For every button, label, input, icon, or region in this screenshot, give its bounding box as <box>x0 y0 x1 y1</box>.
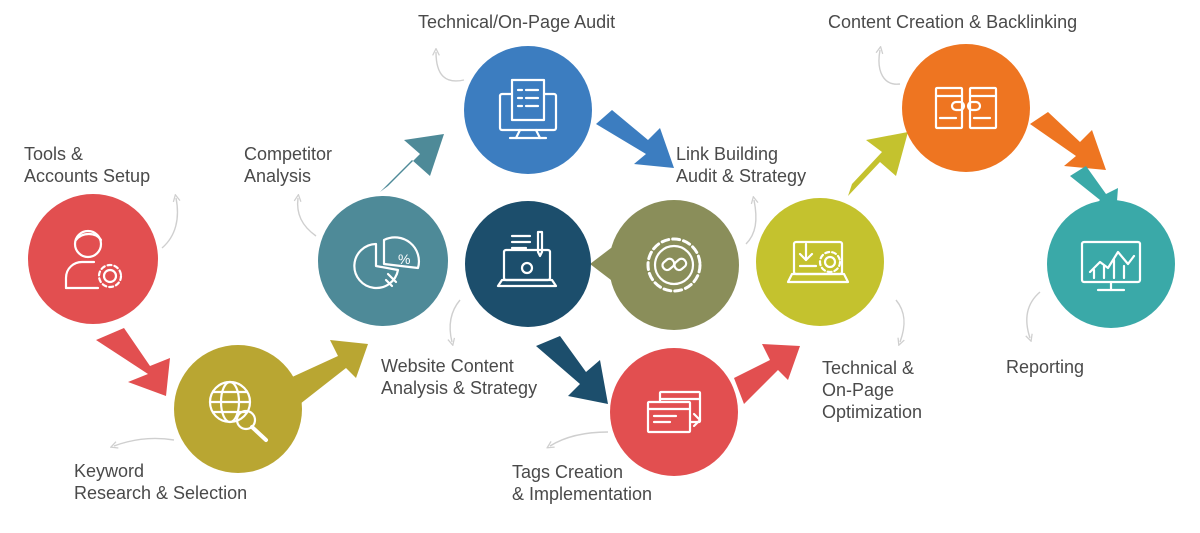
label-line: Link Building <box>676 144 779 164</box>
label-competitor-analysis: Competitor Analysis <box>244 143 332 187</box>
label-line: & Implementation <box>512 484 653 504</box>
monitor-line-chart-icon <box>1080 240 1142 292</box>
label-tags-creation: Tags Creation & Implementation <box>512 461 652 505</box>
label-line: Tags Creation <box>512 462 624 482</box>
connector-optimization-to-content-creation <box>848 132 908 196</box>
circle-content-creation <box>902 44 1030 172</box>
thin-arrows <box>114 50 1041 446</box>
label-line: Website Content <box>381 356 514 376</box>
connector-tools-to-keyword <box>96 328 170 396</box>
label-line: Content Creation & Backlinking <box>828 12 1078 32</box>
connector-keyword-to-competitor <box>290 340 368 404</box>
label-line: Audit & Strategy <box>676 166 807 186</box>
label-onpage-optimization: Technical & On-Page Optimization <box>822 357 922 423</box>
gear-link-icon <box>646 237 702 293</box>
connector-tags-to-optimization <box>734 344 800 404</box>
label-line: Optimization <box>822 402 923 422</box>
connector-content-creation-to-reporting <box>1030 112 1106 170</box>
label-line: Keyword <box>74 461 145 481</box>
label-content-creation: Content Creation & Backlinking <box>828 11 1077 33</box>
laptop-content-icon <box>496 230 558 288</box>
browser-windows-icon <box>646 390 702 434</box>
label-technical-audit: Technical/On-Page Audit <box>418 11 615 33</box>
label-keyword-research: Keyword Research & Selection <box>74 460 247 504</box>
connector-competitor-to-audit <box>380 134 444 192</box>
user-gear-icon <box>64 229 123 290</box>
label-reporting: Reporting <box>1006 356 1084 378</box>
label-line: Tools & <box>24 144 84 164</box>
linked-pages-icon <box>934 86 998 130</box>
connector-audit-to-linkbuilding <box>596 110 674 168</box>
svg-text:%: % <box>398 251 410 267</box>
monitor-checklist-icon <box>498 78 558 140</box>
label-tools-setup: Tools & Accounts Setup <box>24 143 150 187</box>
label-line: Technical & <box>822 358 915 378</box>
label-website-content: Website Content Analysis & Strategy <box>381 355 537 399</box>
label-line: Research & Selection <box>74 483 248 503</box>
label-line: Reporting <box>1006 357 1085 377</box>
connector-content-to-tags <box>536 336 608 404</box>
globe-magnifier-icon <box>208 380 268 442</box>
label-link-building: Link Building Audit & Strategy <box>676 143 806 187</box>
pie-chart-percent-icon: % <box>353 236 421 290</box>
circle-tools-setup <box>28 194 158 324</box>
label-line: Analysis & Strategy <box>381 378 538 398</box>
label-line: Accounts Setup <box>24 166 151 186</box>
label-line: Competitor <box>244 144 333 164</box>
label-line: Technical/On-Page Audit <box>418 12 616 32</box>
label-line: On-Page <box>822 380 895 400</box>
laptop-download-gear-icon <box>786 240 850 284</box>
label-line: Analysis <box>244 166 312 186</box>
